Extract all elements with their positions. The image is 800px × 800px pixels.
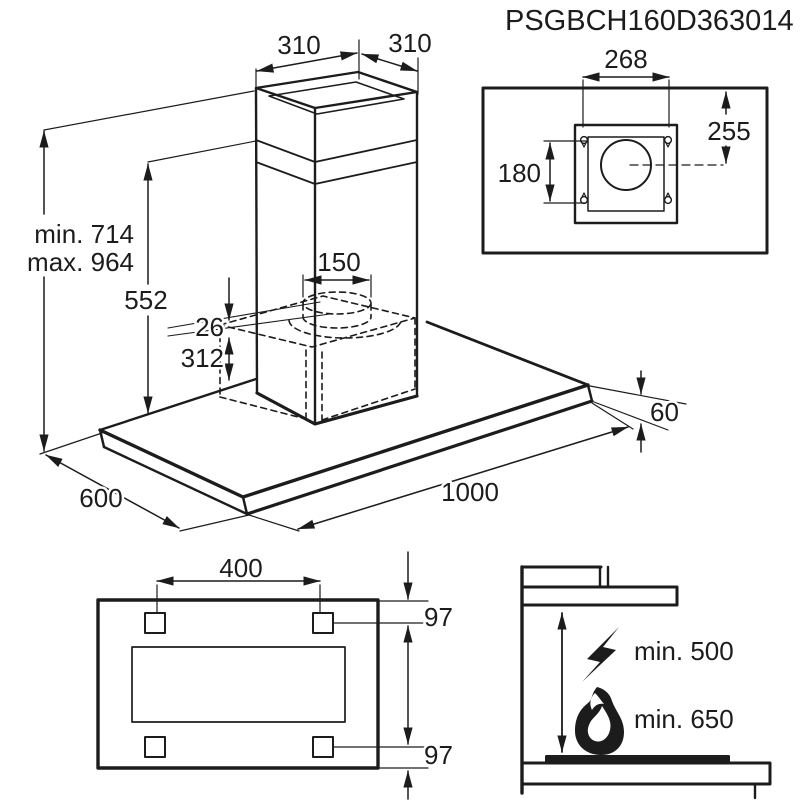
mounting-plate-outer xyxy=(573,123,679,225)
dim-hole-spacing-vertical: 180 xyxy=(495,140,587,204)
canopy-top-back-right-edge xyxy=(425,320,590,387)
dim-ext-lines xyxy=(248,402,634,532)
chimney-bottom-edges xyxy=(255,391,419,426)
dim-line xyxy=(45,454,180,529)
dim-line xyxy=(256,51,358,73)
dim-chimney-width-right: 310 xyxy=(361,26,434,95)
dim-ext-lines xyxy=(255,39,360,91)
chimney-telescopic-joint xyxy=(255,139,418,185)
inner-box-bottom-edges xyxy=(219,388,416,421)
dim-chimney-width-left: 310 xyxy=(255,28,360,91)
dim-ext-lines xyxy=(543,140,587,204)
dim-duct-offset: 26 xyxy=(167,277,331,345)
canopy-top-outline xyxy=(96,598,380,770)
dim-label-312: 312 xyxy=(181,343,224,373)
hood-side-profile xyxy=(520,585,679,607)
dim-label-97-top: 97 xyxy=(424,602,453,632)
dim-total-height: min. 714 max. 964 xyxy=(25,90,255,455)
duct-spigot-top xyxy=(302,291,372,315)
chimney-inner-rim xyxy=(268,81,405,115)
internal-duct-housing xyxy=(219,291,416,421)
fixing-hole xyxy=(312,736,334,758)
screw-hole xyxy=(579,192,589,205)
dim-leader-lines xyxy=(333,600,429,769)
dim-ext-lines xyxy=(302,274,372,298)
dim-ext-lines xyxy=(156,584,321,613)
inner-box-vertical-edges xyxy=(219,317,416,421)
duct-spigot-body xyxy=(302,303,372,329)
electric-clearance-label: min. 500 xyxy=(634,636,734,666)
canopy-bottom-left-edge xyxy=(102,445,249,516)
dim-label-600: 600 xyxy=(79,483,122,513)
dim-label-268: 268 xyxy=(604,44,647,74)
dim-hole-spacing-horizontal: 400 xyxy=(156,551,321,613)
dim-ext-lines xyxy=(582,79,670,128)
ceiling-plate-view: 268 255 180 xyxy=(481,42,769,255)
fixing-hole xyxy=(144,612,166,634)
dim-label-552: 552 xyxy=(124,285,167,315)
dim-label-310-right: 310 xyxy=(388,28,431,58)
dim-leader-lines xyxy=(589,385,687,431)
dim-canopy-length: 1000 xyxy=(248,402,634,532)
dim-label-255: 255 xyxy=(707,116,750,146)
ceiling-panel-outline xyxy=(481,86,769,255)
dim-label-400: 400 xyxy=(219,553,262,583)
canopy-inner-opening xyxy=(131,646,346,723)
dim-edge-offsets: 97 97 xyxy=(333,551,455,800)
dim-lower-chimney-height: 552 xyxy=(122,140,257,414)
mounting-holes-view: 400 97 97 xyxy=(96,551,455,800)
dim-label-310-left: 310 xyxy=(277,30,320,60)
dim-label-150: 150 xyxy=(317,247,360,277)
canopy-top-back-left-edge xyxy=(98,377,258,432)
dim-line xyxy=(297,426,629,530)
dim-canopy-depth: 600 xyxy=(45,454,250,532)
gas-clearance-label: min. 650 xyxy=(634,704,734,734)
main-view: 310 310 min. 714 max. 964 552 150 xyxy=(25,26,687,532)
dim-center-offset: 255 xyxy=(705,91,753,164)
clearance-view: min. 500 min. 650 xyxy=(520,565,772,800)
screw-hole xyxy=(663,135,673,148)
canopy-corner-edges xyxy=(98,383,594,516)
dim-label-26: 26 xyxy=(195,312,224,342)
dim-leader-lines xyxy=(167,301,331,337)
dim-plate-width: 268 xyxy=(582,42,670,128)
dim-ext-lines xyxy=(179,514,250,532)
dim-canopy-thickness: 60 xyxy=(589,370,687,453)
dim-inner-box-height: 312 xyxy=(178,337,234,381)
dim-label-180: 180 xyxy=(498,158,541,188)
dim-label-height-min: min. 714 xyxy=(34,219,134,249)
dim-line xyxy=(361,53,418,72)
dim-label-97-bottom: 97 xyxy=(424,740,453,770)
flame-icon xyxy=(575,687,624,755)
chimney-stub xyxy=(598,565,610,589)
chimney-outline xyxy=(254,70,419,426)
dim-ext-lines xyxy=(39,90,255,455)
mounting-plate-inner xyxy=(587,136,665,212)
lightning-icon xyxy=(582,627,619,682)
dim-ext-lines xyxy=(147,140,257,163)
dim-label-height-max: max. 964 xyxy=(27,247,134,277)
chimney-vertical-edges xyxy=(254,86,419,426)
screw-hole xyxy=(579,135,589,148)
dim-label-1000: 1000 xyxy=(441,477,499,507)
counter-top xyxy=(520,761,772,786)
fixing-hole xyxy=(312,612,334,634)
dim-label-60: 60 xyxy=(650,397,679,427)
fixing-hole xyxy=(144,736,166,758)
chimney-top-rim xyxy=(254,70,419,110)
hob-surface xyxy=(545,755,730,763)
duct-flange-arc xyxy=(288,319,402,339)
screw-hole xyxy=(663,192,673,205)
canopy-bottom-front-edge xyxy=(245,399,594,516)
inner-box-top-face xyxy=(219,295,416,348)
model-number: PSGBCH160D363014 xyxy=(505,5,794,37)
dim-duct-diameter: 150 xyxy=(302,245,372,298)
canopy-outline xyxy=(98,320,594,516)
